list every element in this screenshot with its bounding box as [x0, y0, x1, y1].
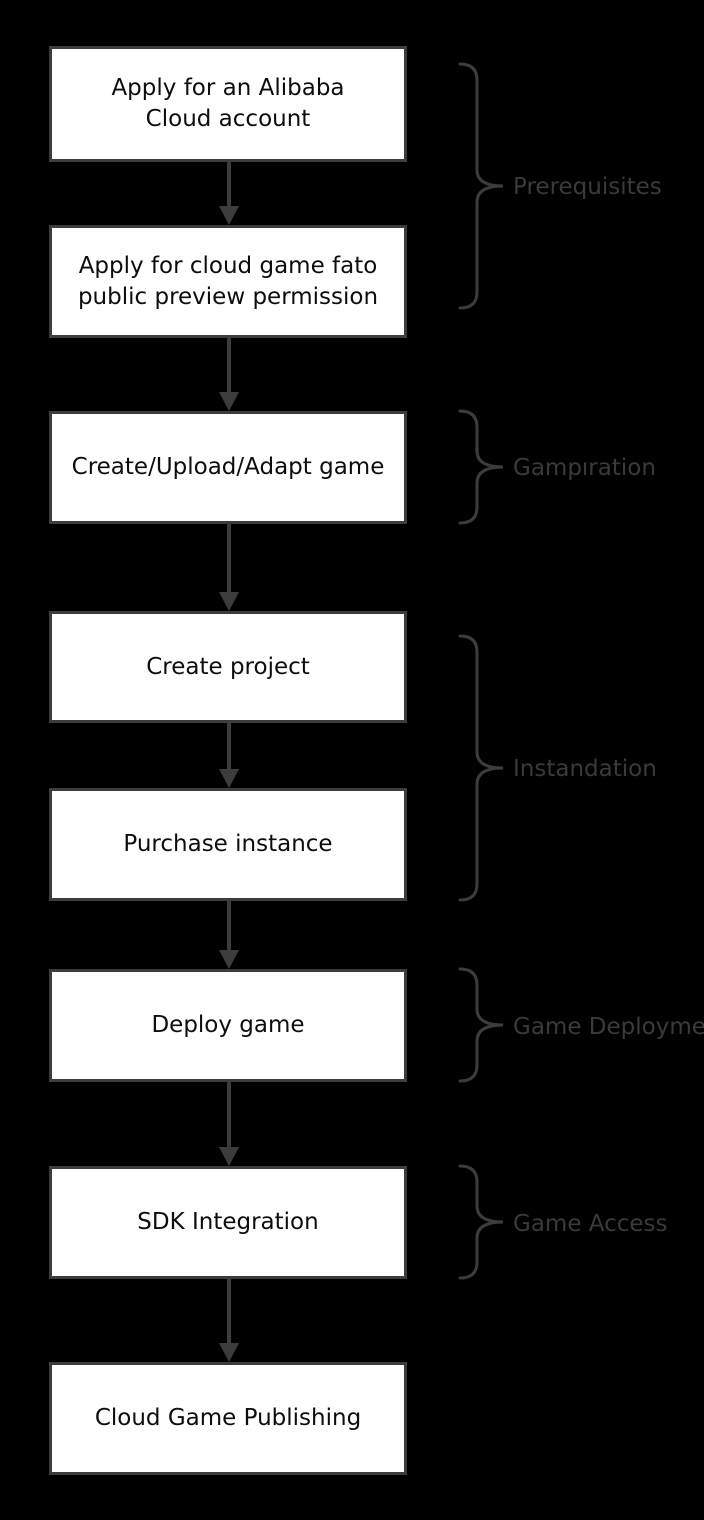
- phase-bracket-prerequisites: [458, 62, 504, 310]
- step-label: Cloud Game Publishing: [94, 1405, 362, 1431]
- step-deploy-game: Deploy game: [49, 969, 407, 1082]
- step-label: Purchase instance: [123, 831, 333, 857]
- step-create-game: Create/Upload/Adapt game: [49, 411, 407, 524]
- step-apply-account: Apply for an Alibaba Cloud account: [49, 46, 407, 162]
- step-label: Deploy game: [151, 1012, 305, 1038]
- step-create-project: Create project: [49, 611, 407, 723]
- step-label: Create/Upload/Adapt game: [71, 454, 385, 480]
- flow-arrow-head-3: [219, 592, 239, 611]
- step-label: Apply for an Alibaba Cloud account: [111, 75, 345, 132]
- step-publishing: Cloud Game Publishing: [49, 1362, 407, 1475]
- flow-arrow-head-4: [219, 769, 239, 788]
- step-label: Apply for cloud game fato public preview…: [77, 252, 379, 310]
- step-purchase-instance: Purchase instance: [49, 788, 407, 901]
- flow-arrow-head-1: [219, 206, 239, 225]
- step-sdk-integration: SDK Integration: [49, 1166, 407, 1279]
- phase-label-instance: Instandation: [513, 756, 657, 782]
- phase-bracket-access: [458, 1164, 504, 1280]
- phase-bracket-game-preparation: [458, 409, 504, 525]
- phase-label-prerequisites: Prerequisites: [513, 174, 662, 200]
- step-apply-permission: Apply for cloud game fato public preview…: [49, 225, 407, 338]
- step-label: Create project: [146, 653, 310, 680]
- flow-arrow-head-6: [219, 1147, 239, 1166]
- phase-bracket-instance: [458, 634, 504, 902]
- step-label: SDK Integration: [137, 1209, 319, 1235]
- flow-arrow-head-2: [219, 392, 239, 411]
- phase-label-game-preparation: Gampıration: [513, 455, 656, 481]
- flow-arrow-head-7: [219, 1343, 239, 1362]
- phase-label-access: Game Access: [513, 1211, 668, 1237]
- phase-label-deployment: Game Deploymer: [513, 1014, 704, 1040]
- phase-bracket-deployment: [458, 967, 504, 1083]
- flow-arrow-head-5: [219, 950, 239, 969]
